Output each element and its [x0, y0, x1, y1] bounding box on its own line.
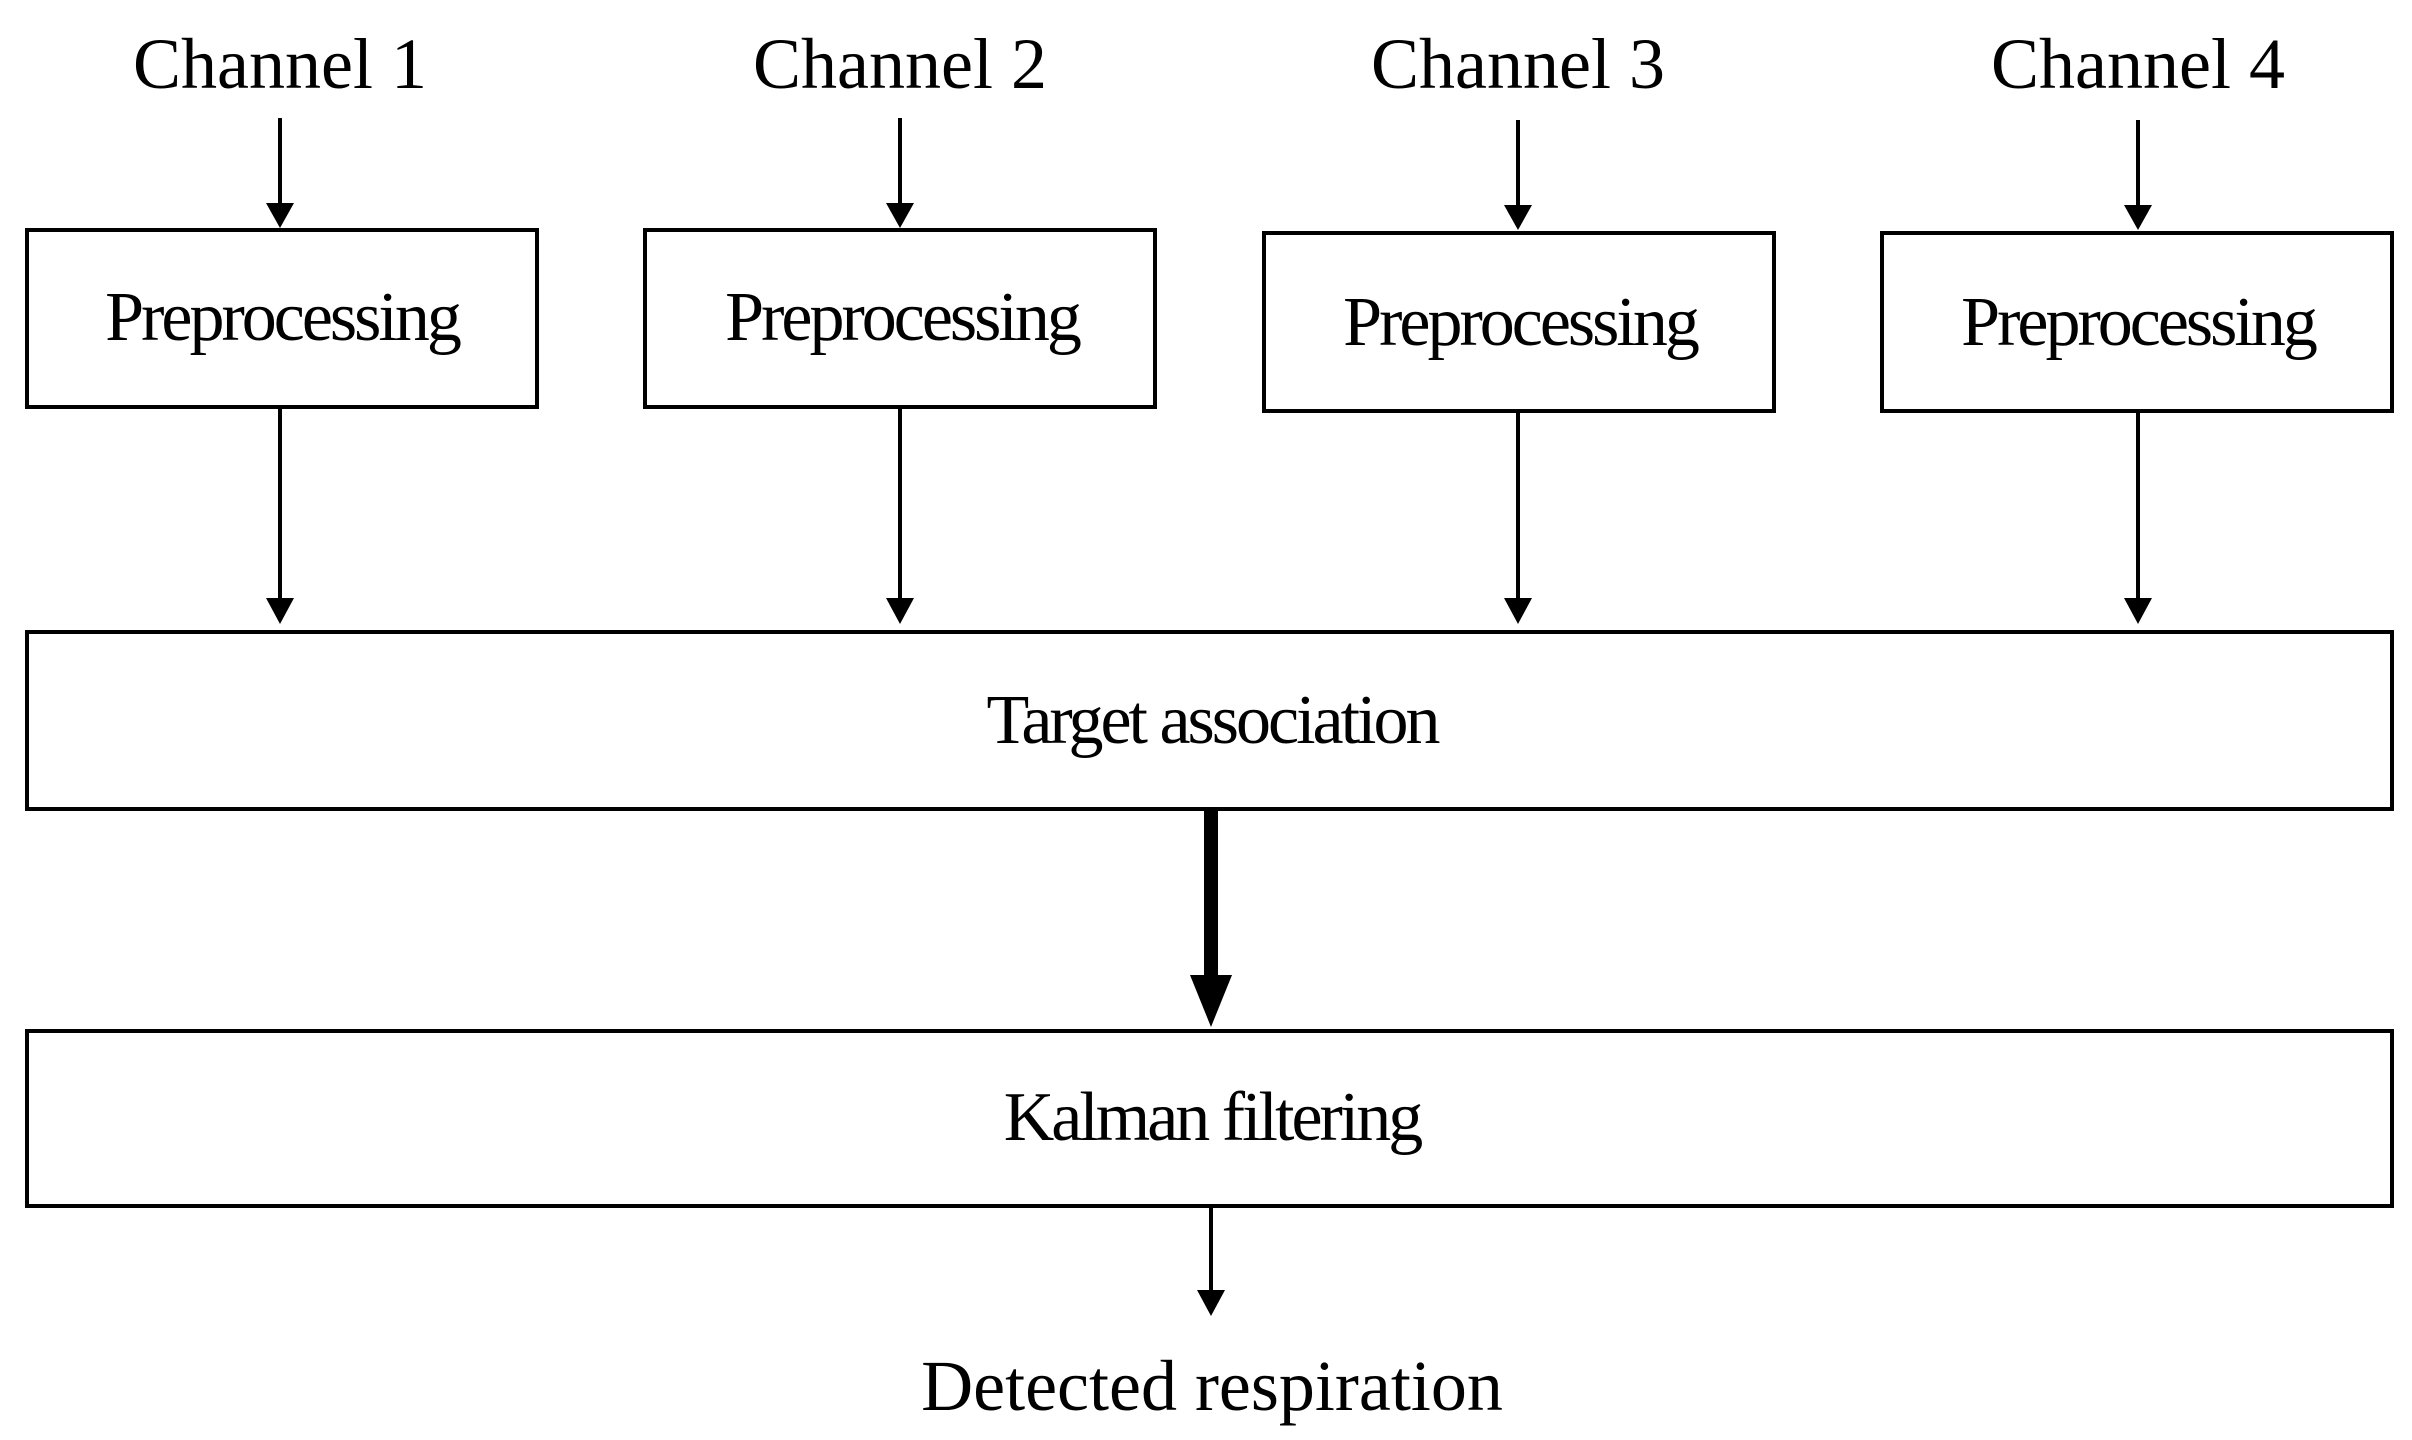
channel-4-input-arrowhead — [2124, 205, 2152, 230]
channel-4-label: Channel 4 — [1991, 24, 2285, 104]
channel-1-output-arrowhead — [266, 598, 294, 624]
association-to-filtering-arrowhead — [1190, 975, 1232, 1027]
preprocessing-label-4: Preprocessing — [1961, 284, 2317, 361]
preprocessing-label-3: Preprocessing — [1343, 284, 1699, 361]
preprocessing-label-2: Preprocessing — [725, 279, 1081, 356]
channel-1-label: Channel 1 — [133, 24, 427, 104]
channel-3-input-arrowhead — [1504, 205, 1532, 230]
target-association-box — [25, 630, 2394, 811]
kalman-filtering-box — [25, 1029, 2394, 1208]
preprocessing-label-1: Preprocessing — [105, 279, 461, 356]
channel-2-label: Channel 2 — [753, 24, 1047, 104]
channel-3-output-arrowhead — [1504, 598, 1532, 624]
channel-2-output-arrowhead — [886, 598, 914, 624]
preprocessing-box-4 — [1880, 231, 2394, 413]
channel-1-input-arrowhead — [266, 203, 294, 228]
preprocessing-box-3 — [1262, 231, 1776, 413]
detected-respiration-label: Detected respiration — [921, 1346, 1503, 1426]
channel-4-output-arrowhead — [2124, 598, 2152, 624]
channel-2-input-arrowhead — [886, 203, 914, 228]
channel-3-label: Channel 3 — [1371, 24, 1665, 104]
target-association-label: Target association — [986, 682, 1439, 759]
kalman-filtering-label: Kalman filtering — [1004, 1079, 1423, 1156]
filtering-to-output-arrowhead — [1197, 1290, 1225, 1316]
preprocessing-box-2 — [643, 228, 1157, 409]
